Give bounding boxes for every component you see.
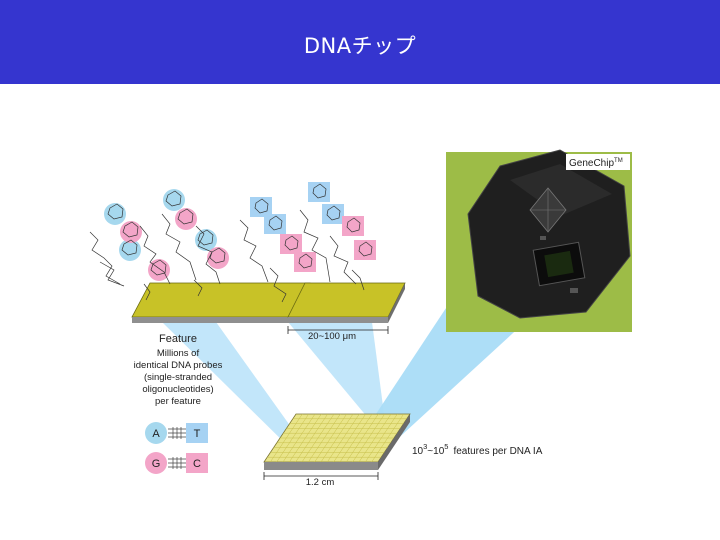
probe-desc-line-5: per feature (155, 396, 201, 407)
feature-platform-right (287, 282, 406, 323)
feature-count-text: features per DNA IA (453, 446, 542, 457)
genechip-trademark: TM (614, 158, 623, 164)
base-t-label: T (194, 428, 201, 440)
feature-count-base: 10 (412, 446, 424, 457)
feature-count-exp-low: 3 (423, 442, 427, 451)
probe-desc-line-3: (single-stranded (144, 372, 212, 383)
feature-size-label: 20~100 μm (308, 331, 356, 342)
base-g-circle (145, 452, 167, 474)
base-t-box (186, 423, 208, 443)
genechip-cartridge-photo (446, 149, 632, 332)
dimension-chip-size (263, 472, 379, 480)
dna-array-chip (263, 413, 411, 470)
oligonucleotide-structures-right (239, 182, 376, 303)
genechip-label: GeneChipTM (569, 158, 623, 169)
probe-desc-line-4: oligonucleotides) (142, 384, 213, 395)
feature-count-label: 103~105 features per DNA IA (412, 442, 543, 457)
slide-header: DNAチップ (0, 0, 720, 84)
oligonucleotide-structures-left (89, 189, 229, 301)
chip-size-label: 1.2 cm (306, 477, 335, 488)
feature-count-exp-high: 5 (444, 442, 448, 451)
probe-desc-line-1: Millions of (157, 348, 200, 359)
base-c-box (186, 453, 208, 473)
feature-label: Feature (159, 333, 197, 345)
base-pair-legend: A T G C (145, 422, 208, 474)
feature-count-sep: ~10 (427, 446, 444, 457)
dimension-feature-size (287, 326, 389, 334)
base-a-label: A (152, 428, 160, 440)
base-g-label: G (152, 458, 161, 470)
genechip-name: GeneChip (569, 158, 614, 169)
genechip-label-box (566, 154, 630, 170)
beam-20um-to-array (288, 322, 384, 418)
base-a-circle (145, 422, 167, 444)
base-c-label: C (193, 458, 201, 470)
slide-title: DNAチップ (303, 34, 417, 58)
feature-platform-left (131, 282, 311, 323)
beam-feature-to-array (162, 322, 306, 452)
probe-desc-line-2: identical DNA probes (134, 360, 223, 371)
